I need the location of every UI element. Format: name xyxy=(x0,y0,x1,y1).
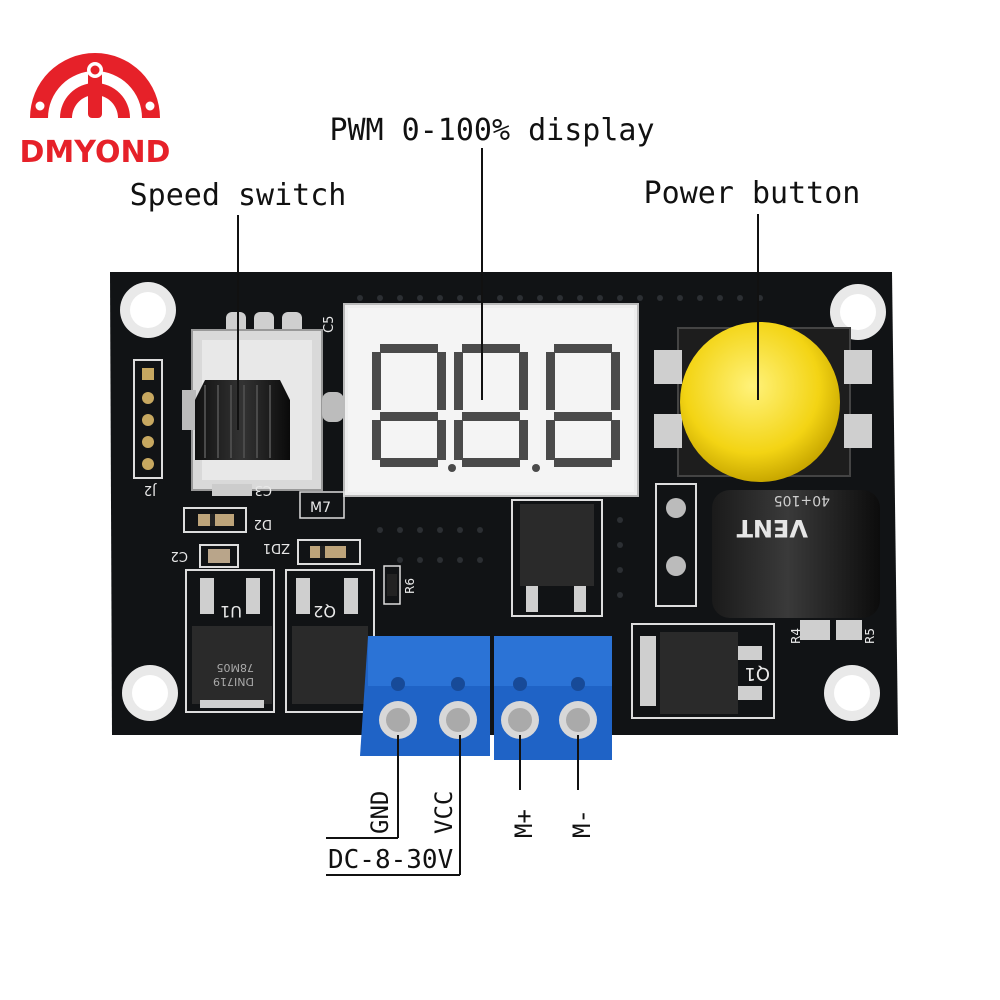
silk-c2: C2 xyxy=(171,548,188,563)
power-button xyxy=(654,322,872,482)
callout-speed-switch: Speed switch xyxy=(130,178,347,430)
callout-motor-plus: M+ xyxy=(510,735,538,838)
capacitor-brand: VENT xyxy=(736,514,808,542)
silk-u1: U1 xyxy=(220,602,242,621)
transistor-q1: Q1 xyxy=(631,623,775,719)
gnd-label: GND xyxy=(366,791,394,834)
speed-switch-label: Speed switch xyxy=(130,178,347,213)
motor-minus-label: M- xyxy=(568,809,596,838)
regulator-u1: U1 78M05 DNI719 xyxy=(185,569,275,713)
resistor-r6: R6 xyxy=(383,565,417,605)
screw-terminal xyxy=(379,701,417,739)
callout-motor-minus: M- xyxy=(568,735,596,838)
electrolytic-capacitor: VENT 40+105 xyxy=(655,483,880,618)
u1-code: DNI719 xyxy=(213,675,254,688)
u1-marking: 78M05 xyxy=(217,661,255,674)
terminal-block xyxy=(360,636,612,760)
silk-d2: D2 xyxy=(254,516,272,531)
callout-gnd: GND xyxy=(326,735,399,839)
silk-j2: J2 xyxy=(144,482,157,497)
display-digits xyxy=(372,344,620,472)
pwm-display xyxy=(343,303,639,497)
mounting-hole xyxy=(120,282,176,338)
callout-vcc: VCC DC-8-30V xyxy=(326,735,461,876)
power-button-label: Power button xyxy=(644,176,861,211)
screw-terminal xyxy=(559,701,597,739)
silk-c3: C3 xyxy=(255,482,272,497)
mounting-hole xyxy=(824,665,880,721)
vcc-label: VCC xyxy=(430,791,458,834)
brand-name: DMYOND xyxy=(20,135,171,170)
diode-d2: D2 xyxy=(183,507,272,533)
resistors-r4-r5: R4 R5 xyxy=(789,620,877,644)
mounting-hole xyxy=(830,284,886,340)
callout-pwm-display: PWM 0-100% display xyxy=(329,113,655,400)
speed-potentiometer: C5 C3 xyxy=(182,312,344,497)
cap-c2: C2 xyxy=(171,544,239,568)
j2-header: J2 xyxy=(133,359,163,497)
mosfet-center xyxy=(511,499,603,617)
mounting-hole xyxy=(122,665,178,721)
silk-q1: Q1 xyxy=(744,663,770,684)
silk-r6: R6 xyxy=(403,578,417,594)
zener-zd1: ZD1 xyxy=(263,539,361,565)
silk-q2: Q2 xyxy=(313,602,336,621)
supply-range-label: DC-8-30V xyxy=(328,845,453,875)
capacitor-rating: 40+105 xyxy=(774,492,830,508)
screw-terminal xyxy=(501,701,539,739)
screw-terminal xyxy=(439,701,477,739)
pwm-display-label: PWM 0-100% display xyxy=(329,113,654,148)
silk-c5: C5 xyxy=(322,316,337,333)
callout-power-button: Power button xyxy=(644,176,861,400)
transistor-q2: Q2 xyxy=(285,569,375,713)
silk-r4: R4 xyxy=(789,628,803,644)
silk-zd1: ZD1 xyxy=(263,540,290,555)
motor-plus-label: M+ xyxy=(510,809,538,838)
silk-r5: R5 xyxy=(863,628,877,644)
silk-m7: M7 xyxy=(310,500,331,516)
brand-logo: DMYOND xyxy=(20,53,171,170)
